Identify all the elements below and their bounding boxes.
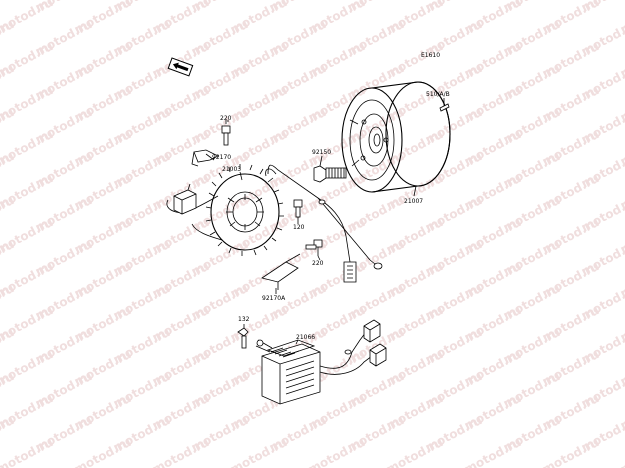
watermark-text: motod.ru [306,435,368,468]
regulator-bolt [237,324,249,349]
regulator-harness [319,331,373,375]
flywheel [341,81,451,193]
stator [205,164,284,256]
lower-bolt [305,239,323,256]
upper-bolt [221,120,231,146]
stator-harness [166,164,383,270]
regulator-connector-upper [363,319,381,343]
stator-connector [343,261,357,283]
label-flywheel: 21007 [404,198,423,205]
watermark-text: motod.ru [72,435,134,468]
watermark-text: motod.ru [228,435,290,468]
label-upper-bolt: 220 [220,115,232,122]
label-upper-clamp: 92170 [212,154,231,161]
label-lower-bolt: 220 [312,260,324,267]
regulator-connector-lower [369,343,387,367]
label-lower-clamp: 92170A [262,295,286,302]
flywheel-bolt [313,155,347,183]
pickup-block [173,183,197,215]
label-regulator: 21066 [296,334,315,341]
label-regulator-bolt: 132 [238,316,250,323]
figure-code: E1610 [421,52,440,59]
label-stator-bolt: 120 [293,224,305,231]
stator-bolt [293,199,303,222]
watermark-text: motod.ru [618,435,625,468]
front-direction-icon [167,57,194,77]
regulator [255,339,321,405]
watermark-text: motod.ru [384,435,446,468]
watermark-text: motod.ru [462,435,524,468]
flywheel-key [439,98,450,112]
watermark-text: motod.ru [0,0,16,15]
label-stator: 21003 [222,166,241,173]
leader-lines [205,120,417,345]
lower-clamp [261,253,301,290]
label-flywheel-bolt: 92150 [312,149,331,156]
watermark-text: motod.ru [0,435,55,468]
watermark-text: motod.ru [150,435,212,468]
watermark-text: motod.ru [540,435,602,468]
label-flywheel-key: 510/A/B [426,91,450,98]
